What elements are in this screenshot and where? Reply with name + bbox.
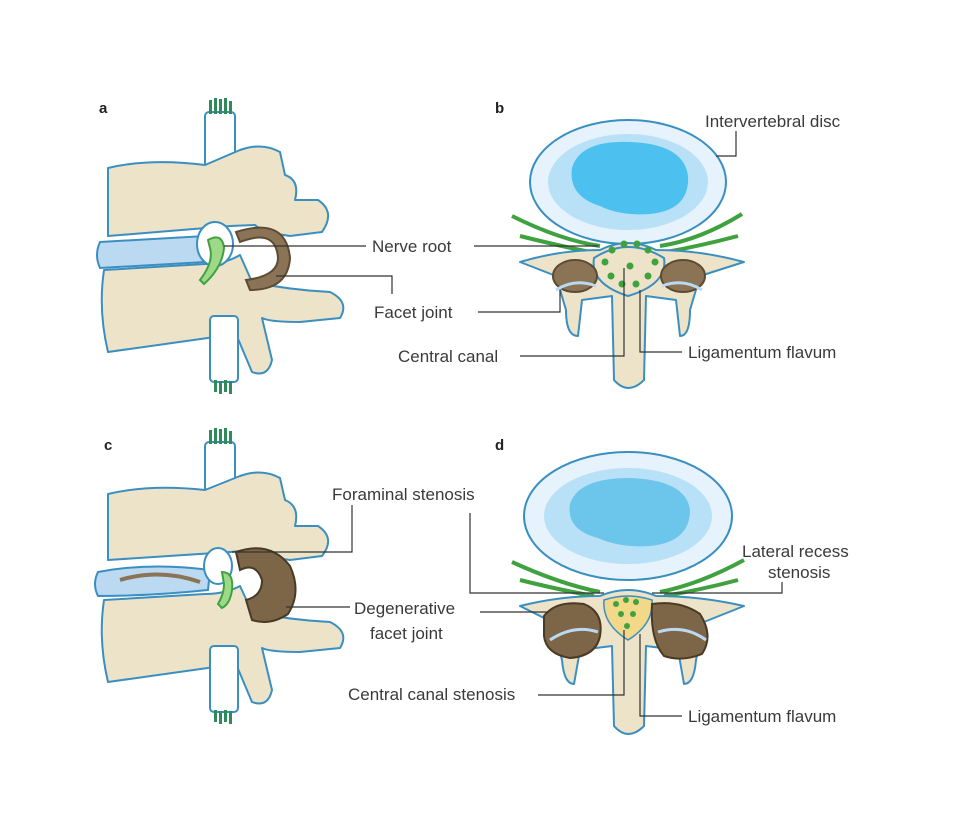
label-nerve-root: Nerve root [372,237,452,256]
label-lateral-recess-line2: stenosis [768,563,830,582]
panel-a-illustration [96,98,345,394]
panel-a-letter: a [99,100,108,117]
panel-c-letter: c [104,437,112,454]
label-central-canal: Central canal [398,347,498,366]
label-central-canal-stenosis: Central canal stenosis [348,685,515,704]
panel-d-letter: d [495,437,504,454]
label-ligamentum-flavum-d: Ligamentum flavum [688,707,836,726]
label-degenerative-facet-line2: facet joint [370,624,443,643]
label-degenerative-facet-line1: Degenerative [354,599,455,618]
panel-c-illustration [94,428,345,724]
panel-b-letter: b [495,100,504,117]
label-ligamentum-flavum-b: Ligamentum flavum [688,343,836,362]
label-lateral-recess-line1: Lateral recess [742,542,849,561]
panel-d-illustration [511,451,745,735]
label-facet-joint: Facet joint [374,303,453,322]
label-intervertebral-disc: Intervertebral disc [705,112,841,131]
label-foraminal-stenosis: Foraminal stenosis [332,485,475,504]
panel-b-illustration [511,119,745,389]
leader-lines [224,131,783,717]
